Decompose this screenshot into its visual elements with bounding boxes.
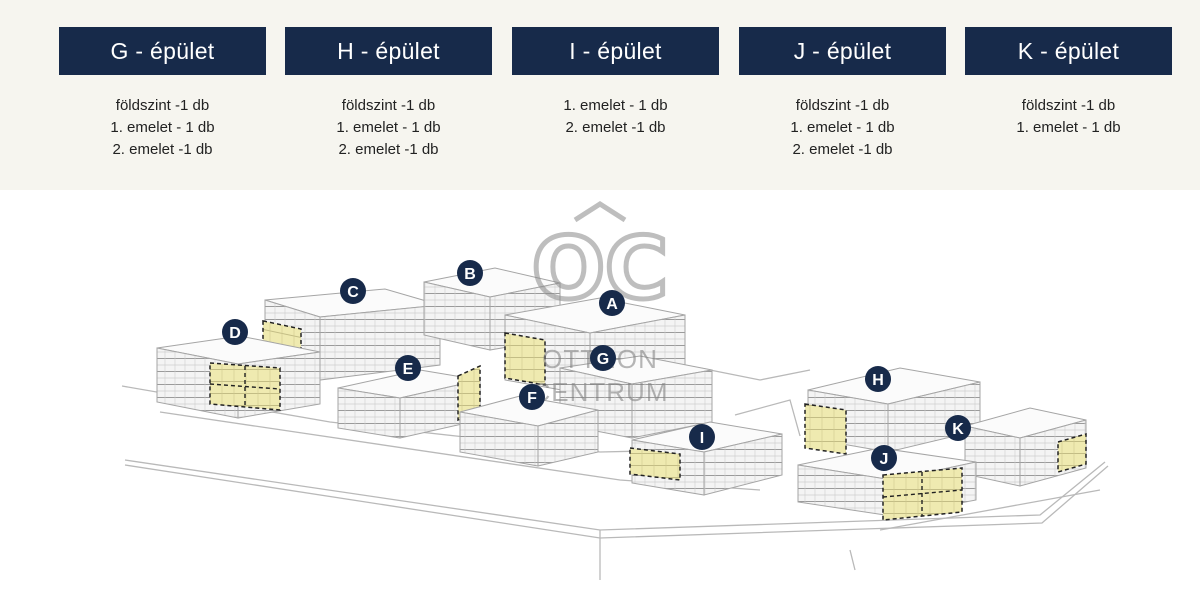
building-k xyxy=(964,407,1087,487)
building-title: G - épület xyxy=(59,27,266,75)
marker-label: K xyxy=(952,421,964,438)
building-marker-c: C xyxy=(340,278,366,304)
building-h xyxy=(804,367,981,455)
unit-line: 1. emelet - 1 db xyxy=(1016,119,1121,136)
marker-label: C xyxy=(347,284,359,301)
unit-line: 2. emelet -1 db xyxy=(565,119,666,136)
building-card-k: K - épület földszint -1 db 1. emelet - 1… xyxy=(965,27,1172,139)
building-marker-k: K xyxy=(945,415,971,441)
unit-line: 1. emelet - 1 db xyxy=(336,119,441,136)
building-marker-a: A xyxy=(599,290,625,316)
building-title: I - épület xyxy=(512,27,719,75)
site-plan: OC OTTHON CENTRUM A B C D E F G H I J K xyxy=(0,190,1200,606)
unit-list: földszint -1 db 1. emelet - 1 db 2. emel… xyxy=(739,95,946,161)
marker-label: E xyxy=(403,361,414,378)
unit-line: 1. emelet - 1 db xyxy=(110,119,215,136)
marker-label: B xyxy=(464,266,476,283)
watermark-line-2: CENTRUM xyxy=(532,377,669,407)
building-marker-e: E xyxy=(395,355,421,381)
unit-line: földszint -1 db xyxy=(1021,97,1116,114)
building-marker-g: G xyxy=(590,345,616,371)
unit-list: földszint -1 db 1. emelet - 1 db xyxy=(965,95,1172,139)
unit-line: 2. emelet -1 db xyxy=(112,141,213,158)
marker-label: D xyxy=(229,325,241,342)
unit-line: 1. emelet - 1 db xyxy=(790,119,895,136)
building-marker-h: H xyxy=(865,366,891,392)
marker-label: J xyxy=(880,451,889,468)
building-title: J - épület xyxy=(739,27,946,75)
building-title: K - épület xyxy=(965,27,1172,75)
building-marker-b: B xyxy=(457,260,483,286)
unit-list: 1. emelet - 1 db 2. emelet -1 db xyxy=(512,95,719,139)
unit-line: 2. emelet -1 db xyxy=(338,141,439,158)
building-card-g: G - épület földszint -1 db 1. emelet - 1… xyxy=(59,27,266,161)
building-d xyxy=(156,335,321,419)
building-i xyxy=(629,421,783,496)
building-marker-i: I xyxy=(689,424,715,450)
building-marker-f: F xyxy=(519,384,545,410)
building-card-j: J - épület földszint -1 db 1. emelet - 1… xyxy=(739,27,946,161)
unit-line: földszint -1 db xyxy=(115,97,210,114)
unit-line: 1. emelet - 1 db xyxy=(563,97,668,114)
info-panel: G - épület földszint -1 db 1. emelet - 1… xyxy=(0,0,1200,190)
unit-line: 2. emelet -1 db xyxy=(792,141,893,158)
unit-line: földszint -1 db xyxy=(341,97,436,114)
marker-label: H xyxy=(872,372,884,389)
marker-label: F xyxy=(527,390,537,407)
building-j xyxy=(797,447,977,521)
building-card-i: I - épület 1. emelet - 1 db 2. emelet -1… xyxy=(512,27,719,139)
unit-list: földszint -1 db 1. emelet - 1 db 2. emel… xyxy=(59,95,266,161)
building-marker-d: D xyxy=(222,319,248,345)
marker-label: A xyxy=(606,296,618,313)
building-marker-j: J xyxy=(871,445,897,471)
building-card-h: H - épület földszint -1 db 1. emelet - 1… xyxy=(285,27,492,161)
marker-label: G xyxy=(597,351,609,368)
unit-list: földszint -1 db 1. emelet - 1 db 2. emel… xyxy=(285,95,492,161)
building-f xyxy=(459,395,599,467)
unit-line: földszint -1 db xyxy=(795,97,890,114)
marker-label: I xyxy=(700,430,704,447)
site-plan-drawing: OC OTTHON CENTRUM A B C D E F G H I J K xyxy=(121,201,1109,580)
building-title: H - épület xyxy=(285,27,492,75)
